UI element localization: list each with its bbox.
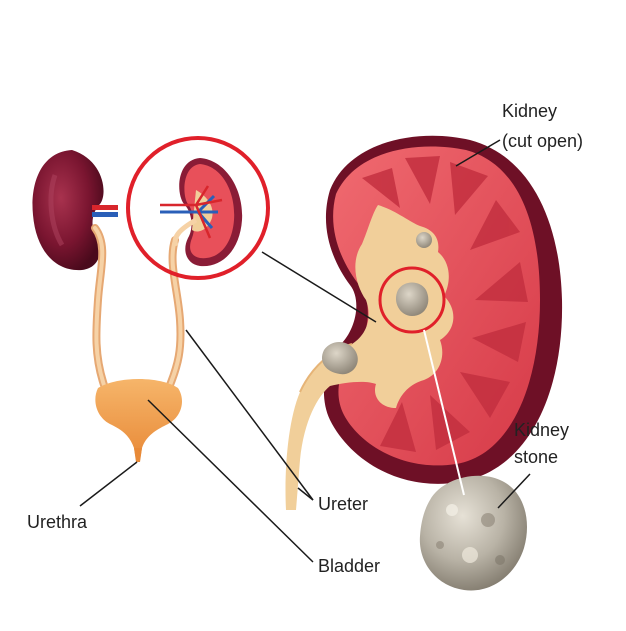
line-ureter-b [185, 329, 314, 501]
left-renal-vessels [92, 205, 118, 217]
line-circle-to-stone [423, 329, 465, 496]
stone-in-circle [395, 282, 429, 316]
line-bladder [147, 399, 314, 563]
label-kidney-stone-line1: Kidney [514, 420, 570, 440]
left-ureter [91, 224, 108, 389]
small-cut-kidney [160, 158, 243, 267]
stone-small-left [321, 341, 358, 375]
highlight-circle-large [378, 266, 446, 334]
kidney-stone-enlarged [419, 475, 527, 591]
line-kidney-cut-open [455, 139, 501, 167]
line-kidney-stone [497, 473, 531, 509]
renal-pyramids [362, 156, 528, 452]
line-small-to-large [261, 251, 377, 323]
line-urethra [79, 461, 138, 507]
label-urethra: Urethra [27, 512, 88, 532]
highlight-circle-small [126, 136, 270, 280]
right-ureter [166, 236, 185, 389]
left-kidney [32, 150, 104, 271]
leader-lines [79, 139, 531, 563]
label-kidney-stone-line2: stone [514, 447, 559, 467]
label-ureter: Ureter [318, 494, 369, 514]
label-kidney-cut-open-line1: Kidney [502, 101, 558, 121]
stone-small-top [416, 232, 432, 248]
label-bladder: Bladder [318, 556, 381, 576]
label-kidney-cut-open-line2: (cut open) [502, 131, 584, 151]
line-ureter-a [297, 487, 314, 501]
bladder-shape [95, 379, 182, 462]
